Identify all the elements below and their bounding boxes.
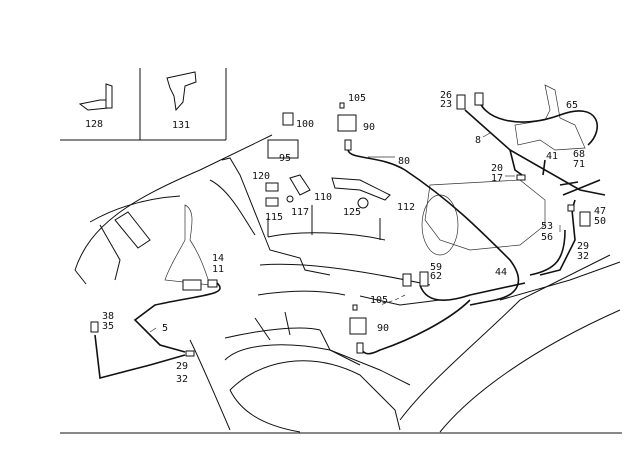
callout-17: 17 (491, 173, 503, 184)
callout-71: 71 (573, 159, 585, 170)
callout-32: 32 (577, 251, 589, 262)
components (90, 92, 591, 357)
callout-90: 90 (363, 122, 375, 133)
washer-117 (286, 195, 294, 203)
callout-32: 32 (176, 374, 188, 385)
callout-80: 80 (398, 156, 410, 167)
callout-8: 8 (475, 135, 481, 146)
callout-47: 47 (594, 206, 606, 217)
callout-29: 29 (577, 241, 589, 252)
callout-65: 65 (566, 100, 578, 111)
callout-50: 50 (594, 216, 606, 227)
part-20 (516, 174, 526, 181)
callout-90: 90 (377, 323, 389, 334)
valve-block-95 (267, 139, 299, 159)
grommet-125 (357, 197, 369, 209)
callout-95: 95 (279, 153, 291, 164)
callout-35: 35 (102, 321, 114, 332)
bracket-112 (331, 177, 391, 201)
cap-105a (339, 102, 345, 109)
callout-56: 56 (541, 232, 553, 243)
bracket-131 (166, 71, 197, 112)
connector-47 (579, 211, 591, 227)
leader-lines (149, 132, 561, 333)
connector-29b (185, 350, 195, 357)
callout-125: 125 (343, 207, 361, 218)
connector-38 (90, 321, 99, 333)
callout-59: 59 (430, 262, 442, 273)
bolt-115 (265, 197, 279, 207)
switch-14 (207, 279, 218, 288)
callout-53: 53 (541, 221, 553, 232)
callout-11: 11 (212, 264, 224, 275)
screw-120 (265, 182, 279, 192)
callout-128: 128 (85, 119, 103, 130)
callout-68: 68 (573, 149, 585, 160)
callout-20: 20 (491, 163, 503, 174)
cap-105b (352, 304, 358, 311)
callout-62: 62 (430, 271, 442, 282)
inset-frame (60, 68, 227, 141)
connector-23 (474, 92, 484, 106)
callout-38: 38 (102, 311, 114, 322)
connector-59b (419, 271, 429, 287)
callout-14: 14 (212, 253, 224, 264)
connector-59a (402, 273, 412, 287)
wiring-harnesses (94, 94, 606, 380)
callout-5: 5 (162, 323, 168, 334)
callout-26: 26 (440, 90, 452, 101)
valve-90a (337, 114, 357, 132)
callout-131: 131 (172, 120, 190, 131)
connector-90b (356, 342, 364, 354)
bracket-128 (78, 83, 113, 111)
vehicle-body-outline (74, 84, 621, 433)
cap-100 (282, 112, 294, 126)
callout-112: 112 (397, 202, 415, 213)
callout-41: 41 (546, 151, 558, 162)
callout-110: 110 (314, 192, 332, 203)
callout-29: 29 (176, 361, 188, 372)
bracket-110 (289, 174, 311, 196)
valve-90b (349, 317, 367, 335)
callout-105: 105 (348, 93, 366, 104)
callout-105: 105 (370, 295, 388, 306)
callout-100: 100 (296, 119, 314, 130)
connector-26 (456, 94, 466, 110)
connector-29 (567, 204, 575, 212)
connector-90a (344, 139, 352, 151)
callout-44: 44 (495, 267, 507, 278)
callout-117: 117 (291, 207, 309, 218)
callout-120: 120 (252, 171, 270, 182)
callout-23: 23 (440, 99, 452, 110)
switch-11 (182, 279, 202, 291)
callout-115: 115 (265, 212, 283, 223)
